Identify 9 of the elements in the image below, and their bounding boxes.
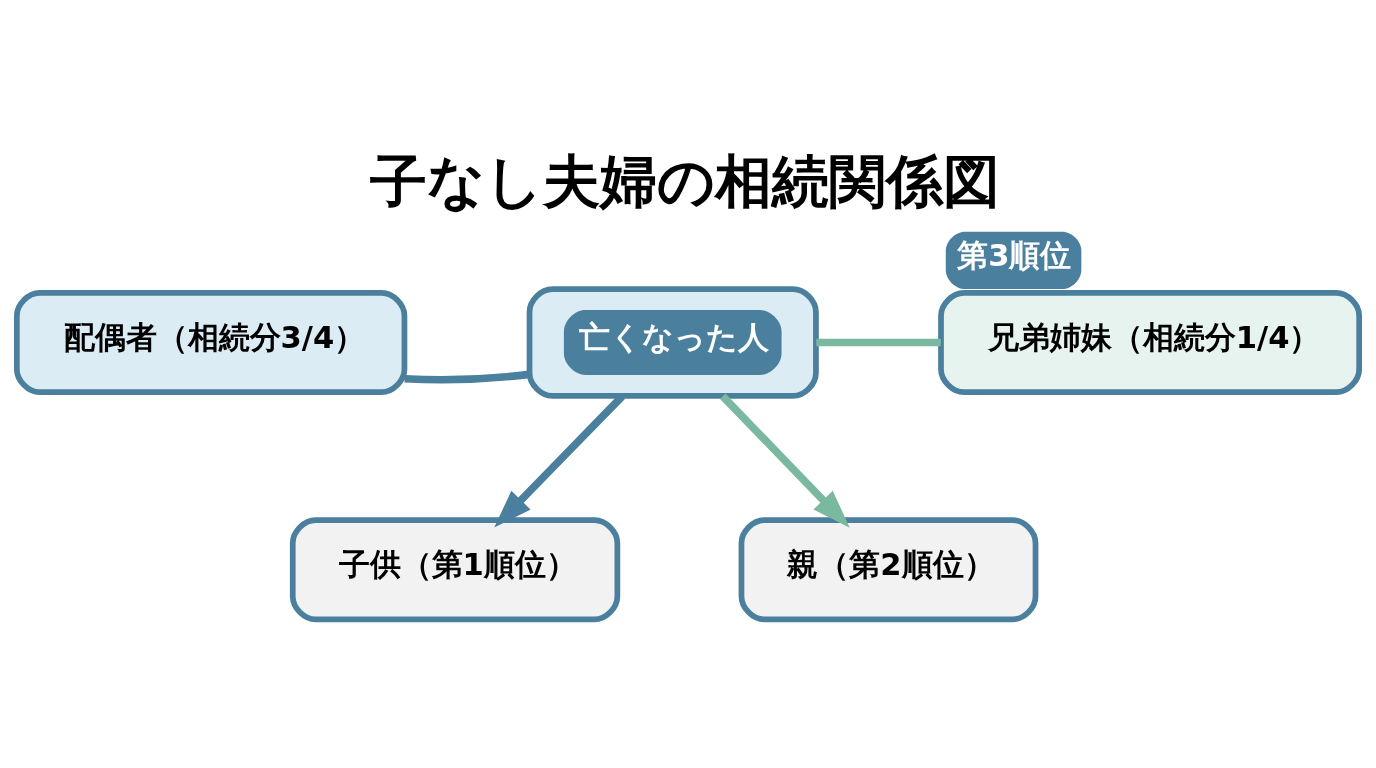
node-label: 第3順位 [957, 237, 1072, 273]
node-box: 子供（第1順位） [289, 516, 621, 622]
connector [816, 338, 941, 346]
arrow [720, 393, 850, 528]
node-box: 亡くなった人 [526, 285, 819, 399]
node-box: 親（第2順位） [738, 516, 1039, 622]
connector [404, 370, 530, 384]
node-box: 配偶者（相続分3/4） [13, 289, 408, 395]
diagram-title: 子なし夫婦の相続関係図 [370, 147, 1001, 215]
